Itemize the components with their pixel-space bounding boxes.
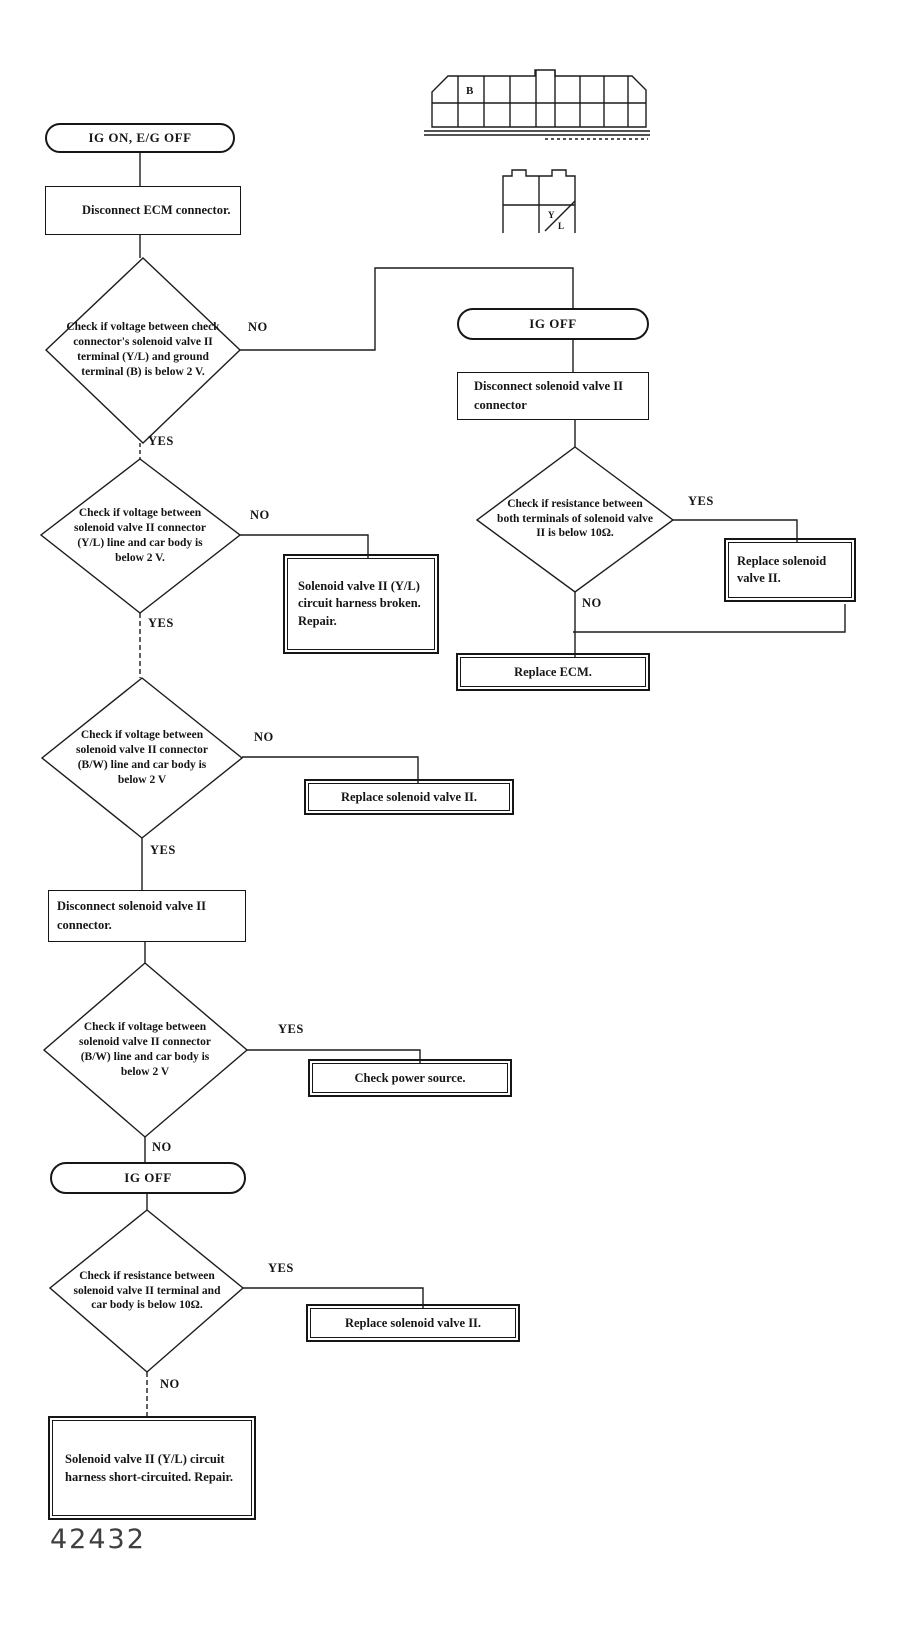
- ig-off-right-terminator: IG OFF: [457, 308, 649, 340]
- ecm-pin-b-label: B: [466, 85, 474, 97]
- decision-1-diamond: [44, 257, 242, 444]
- harness-broken-box: Solenoid valve II (Y/L) circuit harness …: [283, 554, 439, 654]
- d1-no-label: NO: [248, 320, 268, 334]
- replace-valve-mid-box: Replace solenoid valve II.: [304, 779, 514, 815]
- replace-valve-right-box: Replace solenoid valve II.: [724, 538, 856, 602]
- valve-pin-l-label: L: [558, 221, 564, 231]
- ecm-connector-diagram: [424, 69, 650, 140]
- dr-yes-label: YES: [688, 494, 714, 508]
- valve-pin-y-label: Y: [548, 210, 555, 220]
- decision-4-text: Check if voltage between solenoid valve …: [79, 1021, 211, 1078]
- start-terminator: IG ON, E/G OFF: [45, 123, 235, 153]
- d2-no-label: NO: [250, 508, 270, 522]
- replace-ecm-box: Replace ECM.: [456, 653, 650, 691]
- d2-yes-label: YES: [148, 616, 174, 630]
- decision-3-text: Check if voltage between solenoid valve …: [76, 729, 208, 786]
- harness-short-box: Solenoid valve II (Y/L) circuit harness …: [48, 1416, 256, 1520]
- line-d1-no-to-igoff: [240, 267, 574, 351]
- ig-off-left-terminator: IG OFF: [50, 1162, 246, 1194]
- disconnect-ecm-box: Disconnect ECM connector.: [45, 186, 241, 235]
- line-replace-join-ecm: [573, 604, 846, 633]
- d3-no-label: NO: [254, 730, 274, 744]
- valve-connector-diagram: [502, 169, 576, 233]
- d5-no-label: NO: [160, 1377, 180, 1391]
- line-d3-no-to-replace: [242, 756, 419, 783]
- d1-yes-label: YES: [148, 434, 174, 448]
- decision-right-text: Check if resistance between both termina…: [497, 497, 653, 540]
- d3-yes-label: YES: [150, 843, 176, 857]
- dr-no-label: NO: [582, 596, 602, 610]
- d4-yes-label: YES: [278, 1022, 304, 1036]
- line-d4-yes-to-power: [247, 1049, 421, 1063]
- disconnect-valve-left-box: Disconnect solenoid valve II connector.: [48, 890, 246, 942]
- d5-yes-label: YES: [268, 1261, 294, 1275]
- line-d5-yes-to-replace: [243, 1287, 424, 1308]
- check-power-box: Check power source.: [308, 1059, 512, 1097]
- line-d2-no-to-broken: [240, 534, 369, 558]
- disconnect-valve-right-box: Disconnect solenoid valve II connector: [457, 372, 649, 420]
- decision-5-text: Check if resistance between solenoid val…: [73, 1269, 221, 1312]
- figure-number: 42432: [50, 1524, 146, 1555]
- d4-no-label: NO: [152, 1140, 172, 1154]
- decision-2-text: Check if voltage between solenoid valve …: [74, 507, 206, 564]
- decision-1-text: Check if voltage between check connector…: [66, 321, 220, 378]
- replace-valve-bottom-box: Replace solenoid valve II.: [306, 1304, 520, 1342]
- line-dr-yes-to-replace: [673, 519, 798, 542]
